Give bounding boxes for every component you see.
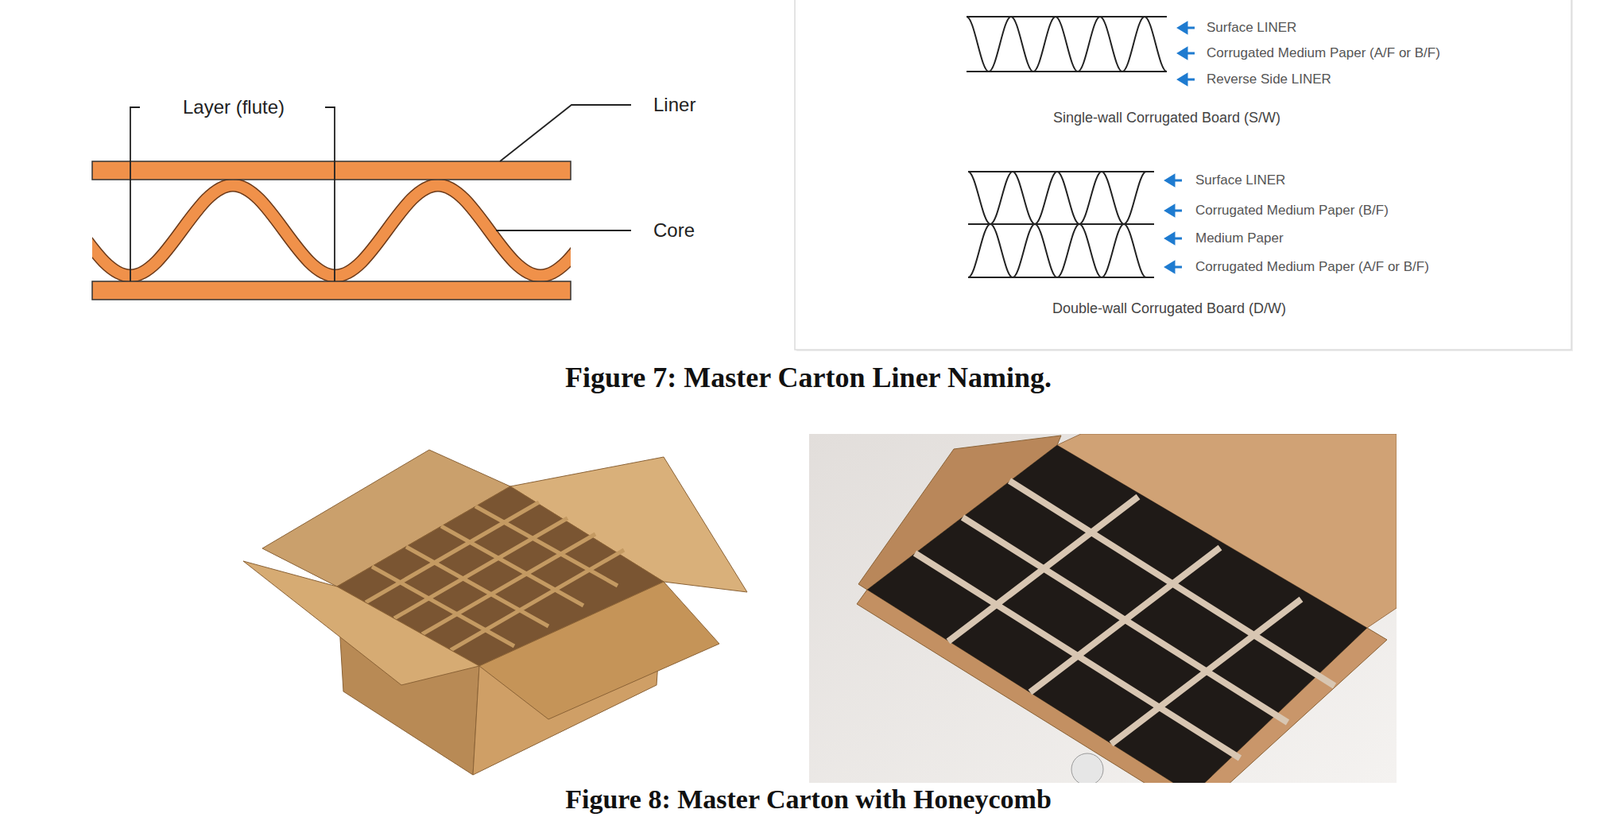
core-wave — [92, 185, 571, 276]
pointer-arrow — [1166, 205, 1182, 216]
pointer-arrow — [1166, 262, 1182, 272]
layer-label-slot: Medium Paper — [1195, 230, 1284, 246]
part-label: Liner — [653, 94, 696, 117]
figure-caption: Figure 8: Master Carton with Honeycomb — [565, 784, 1052, 815]
pointer-arrow — [1166, 233, 1182, 244]
flute-label-slot: Layer (flute) — [182, 96, 285, 119]
layer-label-slot: Surface LINER — [1195, 172, 1286, 188]
carton-photo-left — [243, 449, 748, 775]
double-wall-liners — [968, 171, 1155, 278]
core-leader — [495, 229, 632, 232]
figure-caption: Figure 7: Master Carton Liner Naming. — [565, 361, 1052, 394]
layer-label: Surface LINER — [1206, 19, 1297, 35]
panel-frame — [794, 0, 1572, 350]
board-caption: Single-wall Corrugated Board (S/W) — [1053, 109, 1281, 126]
carton-photo-right — [809, 433, 1397, 783]
pointer-arrow — [1166, 175, 1182, 186]
part-label-slot: Core — [653, 220, 695, 242]
corrugated-section — [27, 104, 644, 300]
liner-leader — [499, 104, 632, 162]
carton-flap — [243, 561, 480, 686]
part-label: Core — [653, 220, 695, 242]
layer-label-slot: Corrugated Medium Paper (A/F or B/F) — [1195, 259, 1430, 275]
part-label-slot: Liner — [653, 94, 696, 117]
figure-caption-slot: Figure 7: Master Carton Liner Naming. — [565, 361, 1052, 394]
core-wave-outline — [92, 185, 571, 276]
honeycomb-dividers — [914, 480, 1335, 759]
top-liner — [92, 161, 571, 180]
bottle-cap — [1071, 753, 1104, 783]
board-caption-slot: Single-wall Corrugated Board (S/W) — [1053, 109, 1281, 126]
layer-label: Surface LINER — [1195, 172, 1286, 188]
board-panel — [794, 0, 1573, 352]
layer-label-slot: Reverse Side LINER — [1206, 71, 1332, 87]
pointer-arrow — [1178, 23, 1195, 33]
single-wall-liners — [966, 16, 1167, 72]
carton-interior — [867, 445, 1368, 783]
pointer-arrow — [1178, 74, 1195, 85]
figure-caption-slot: Figure 8: Master Carton with Honeycomb — [565, 784, 1052, 815]
layer-label-slot: Surface LINER — [1206, 19, 1297, 35]
pointer-arrows — [1166, 23, 1195, 272]
double-wall-upper-medium — [968, 171, 1147, 225]
layer-label-slot: Corrugated Medium Paper (A/F or B/F) — [1206, 45, 1441, 61]
layer-label: Corrugated Medium Paper (A/F or B/F) — [1195, 259, 1430, 275]
layer-label: Corrugated Medium Paper (B/F) — [1195, 202, 1389, 218]
board-caption-slot: Double-wall Corrugated Board (D/W) — [1052, 300, 1287, 317]
layer-label: Reverse Side LINER — [1206, 71, 1332, 87]
pointer-arrow — [1178, 48, 1195, 59]
layer-label: Corrugated Medium Paper (A/F or B/F) — [1206, 45, 1441, 61]
single-wall-medium — [966, 16, 1167, 72]
layer-label-slot: Corrugated Medium Paper (B/F) — [1195, 202, 1389, 218]
flute-label: Layer (flute) — [182, 96, 285, 119]
double-wall-lower-medium — [968, 224, 1147, 278]
flute-bracket — [130, 107, 335, 282]
carton-flap — [479, 581, 720, 720]
board-caption: Double-wall Corrugated Board (D/W) — [1052, 300, 1287, 317]
layer-label: Medium Paper — [1195, 230, 1284, 246]
bottom-liner — [92, 281, 571, 300]
